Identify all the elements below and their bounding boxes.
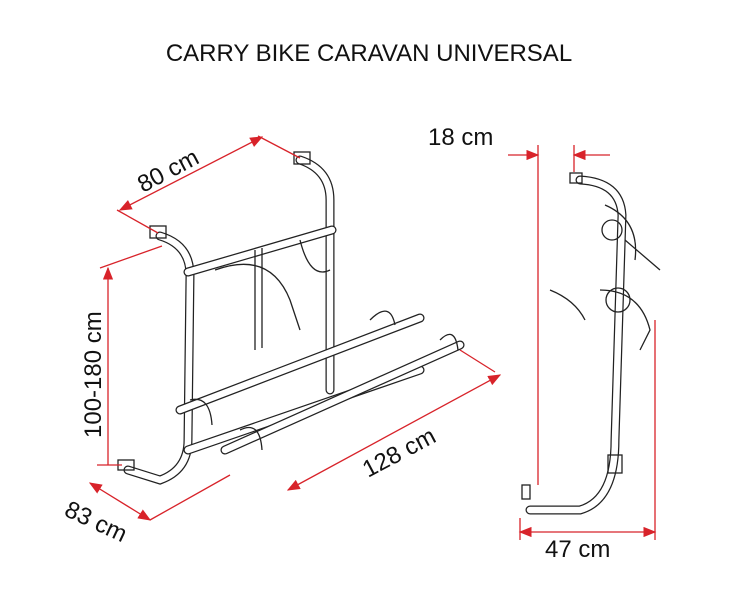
dimension-lines-front — [88, 135, 502, 521]
carrier-front-view — [117, 151, 465, 485]
dimension-label-128cm: 128 cm — [358, 423, 440, 484]
dimension-label-80cm: 80 cm — [133, 144, 203, 199]
dimension-label-47cm: 47 cm — [545, 536, 610, 563]
dimension-lines-side — [508, 145, 657, 540]
page-title: CARRY BIKE CARAVAN UNIVERSAL — [165, 40, 573, 67]
dimension-label-height: 100-180 cm — [80, 311, 107, 438]
carrier-side-view — [521, 172, 661, 515]
dimension-label-83cm: 83 cm — [60, 496, 131, 548]
dimension-label-18cm: 18 cm — [428, 124, 493, 151]
